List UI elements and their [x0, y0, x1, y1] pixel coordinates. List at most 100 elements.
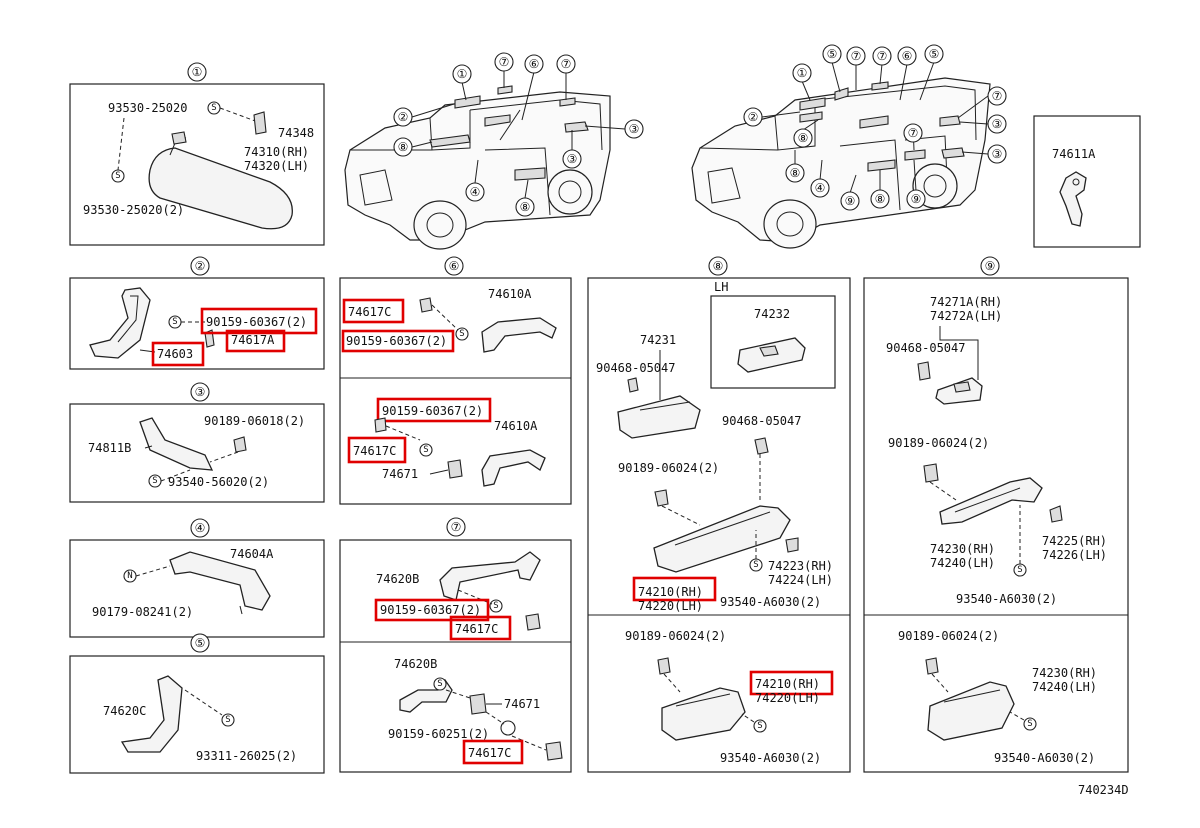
screw-symbol: S — [152, 476, 157, 486]
part-label: 93540-A6030(2) — [956, 592, 1057, 606]
section-number: ④ — [195, 521, 206, 535]
callout-2: ② — [748, 110, 759, 124]
part-label: 74811B — [88, 441, 131, 455]
callout-8: ⑧ — [398, 140, 409, 154]
section-8-armrest-front: ⑧ LH 74232 74231 90468-05047 90468-05047… — [587, 256, 851, 773]
part-label: 93540-A6030(2) — [720, 595, 821, 609]
highlight-box — [342, 298, 405, 324]
part-label: 90159-60367(2) — [380, 603, 481, 617]
section-number: ⑥ — [449, 259, 460, 273]
part-label: 93311-26025(2) — [196, 749, 297, 763]
section-number: ⑦ — [451, 520, 462, 534]
highlight-box — [449, 615, 512, 641]
highlight-box — [632, 576, 717, 602]
part-label: 74610A — [488, 287, 532, 301]
part-label: 74617A — [231, 333, 275, 347]
section-number: ② — [195, 259, 206, 273]
callout-3: ③ — [992, 147, 1003, 161]
part-label: 74320(LH) — [244, 159, 309, 173]
callout-8: ⑧ — [875, 192, 886, 206]
vehicle-illustration-long — [691, 77, 991, 249]
section-2-grip-bracket: ② S 90159-60367(2) 74617A 74603 — [69, 256, 325, 370]
part-label: 90159-60367(2) — [206, 315, 307, 329]
callout-8: ⑧ — [790, 166, 801, 180]
part-label: 74617C — [468, 746, 511, 760]
callout-7: ⑦ — [851, 49, 862, 63]
screw-symbol: S — [225, 715, 230, 725]
screw-symbol: S — [172, 317, 177, 327]
part-label: 93530-25020(2) — [83, 203, 184, 217]
callout-9: ⑨ — [911, 192, 922, 206]
screw-symbol: S — [423, 445, 428, 455]
highlight-box — [225, 329, 286, 353]
section-6-grip-brackets: ⑥ 74617C S 74610A 90159-60367(2) 90159-6… — [339, 256, 572, 505]
callout-8: ⑧ — [798, 131, 809, 145]
part-label: 93530-25020 — [108, 101, 187, 115]
part-label: 74225(RH) — [1042, 534, 1107, 548]
callout-7: ⑦ — [499, 55, 510, 69]
section-number: ⑧ — [713, 259, 724, 273]
highlight-box — [374, 598, 490, 622]
part-label: 74671 — [504, 697, 540, 711]
part-label: 93540-A6030(2) — [994, 751, 1095, 765]
vehicle-short-callouts: ① ⑦ ⑥ ⑦ ② ③ ⑧ ③ ④ ⑧ — [393, 52, 644, 217]
part-label: 90159-60251(2) — [388, 727, 489, 741]
screw-symbol: S — [437, 679, 442, 689]
part-label: 74620B — [394, 657, 437, 671]
part-label: 93540-A6030(2) — [720, 751, 821, 765]
callout-5: ⑤ — [929, 47, 940, 61]
callout-1: ① — [797, 66, 808, 80]
section-1-sun-visor: ① 93530-25020 S 74348 74310(RH) 74320(LH… — [69, 62, 325, 246]
part-label: 90468-05047 — [596, 361, 675, 375]
part-label: 90159-60367(2) — [382, 404, 483, 418]
callout-4: ④ — [470, 185, 481, 199]
callout-3: ③ — [992, 117, 1003, 131]
part-label: 90468-05047 — [886, 341, 965, 355]
section-inset-hook: 74611A — [1033, 115, 1141, 248]
part-label: 74230(RH) — [1032, 666, 1097, 680]
lh-label: LH — [714, 280, 728, 294]
section-7-grip-brackets: ⑦ 74620B S 90159-60367(2) 74617C 74620B … — [339, 517, 572, 773]
screw-symbol: S — [1017, 565, 1022, 575]
part-label: 74348 — [278, 126, 314, 140]
callout-6: ⑥ — [529, 57, 540, 71]
section-5-assist-grip: ⑤ 74620C S 93311-26025(2) — [69, 633, 325, 774]
callout-1: ① — [457, 67, 468, 81]
part-label: 74210(RH) — [755, 677, 820, 691]
screw-symbol: S — [1027, 719, 1032, 729]
part-label: 90189-06024(2) — [898, 629, 999, 643]
part-label: 74226(LH) — [1042, 548, 1107, 562]
callout-3: ③ — [567, 152, 578, 166]
vehicle-long-callouts: ⑤ ⑦ ⑦ ⑥ ⑤ ① ⑦ ② ③ ⑧ ⑦ ③ ⑧ ④ ⑨ ⑧ ⑨ — [743, 44, 1007, 211]
part-label: 74272A(LH) — [930, 309, 1002, 323]
nut-symbol: N — [127, 571, 132, 581]
section-9-armrest-rear: ⑨ 74271A(RH) 74272A(LH) 90468-05047 9018… — [863, 256, 1129, 773]
highlight-box — [376, 397, 492, 423]
part-label: 90159-60367(2) — [346, 334, 447, 348]
section-3-assist-grip: ③ 90189-06018(2) 74811B S 93540-56020(2) — [69, 382, 325, 503]
callout-7: ⑦ — [992, 89, 1003, 103]
callout-7: ⑦ — [877, 49, 888, 63]
highlight-box — [749, 670, 834, 696]
part-label: 93540-56020(2) — [168, 475, 269, 489]
screw-symbol: S — [757, 721, 762, 731]
part-label: 74310(RH) — [244, 145, 309, 159]
part-label: 74224(LH) — [768, 573, 833, 587]
part-label: 90189-06024(2) — [618, 461, 719, 475]
highlight-box — [341, 329, 455, 353]
diagram-id: 740234D — [1078, 783, 1129, 797]
callout-5: ⑤ — [827, 47, 838, 61]
screw-symbol: S — [211, 103, 216, 113]
screw-symbol: S — [753, 560, 758, 570]
callout-9: ⑨ — [845, 194, 856, 208]
part-label: 90189-06024(2) — [625, 629, 726, 643]
callout-6: ⑥ — [902, 49, 913, 63]
part-label: 74240(LH) — [930, 556, 995, 570]
highlight-box — [347, 436, 407, 464]
section-number: ③ — [195, 385, 206, 399]
part-label: 74220(LH) — [755, 691, 820, 705]
part-label: 74620C — [103, 704, 146, 718]
screw-symbol: S — [493, 601, 498, 611]
part-label: 90468-05047 — [722, 414, 801, 428]
